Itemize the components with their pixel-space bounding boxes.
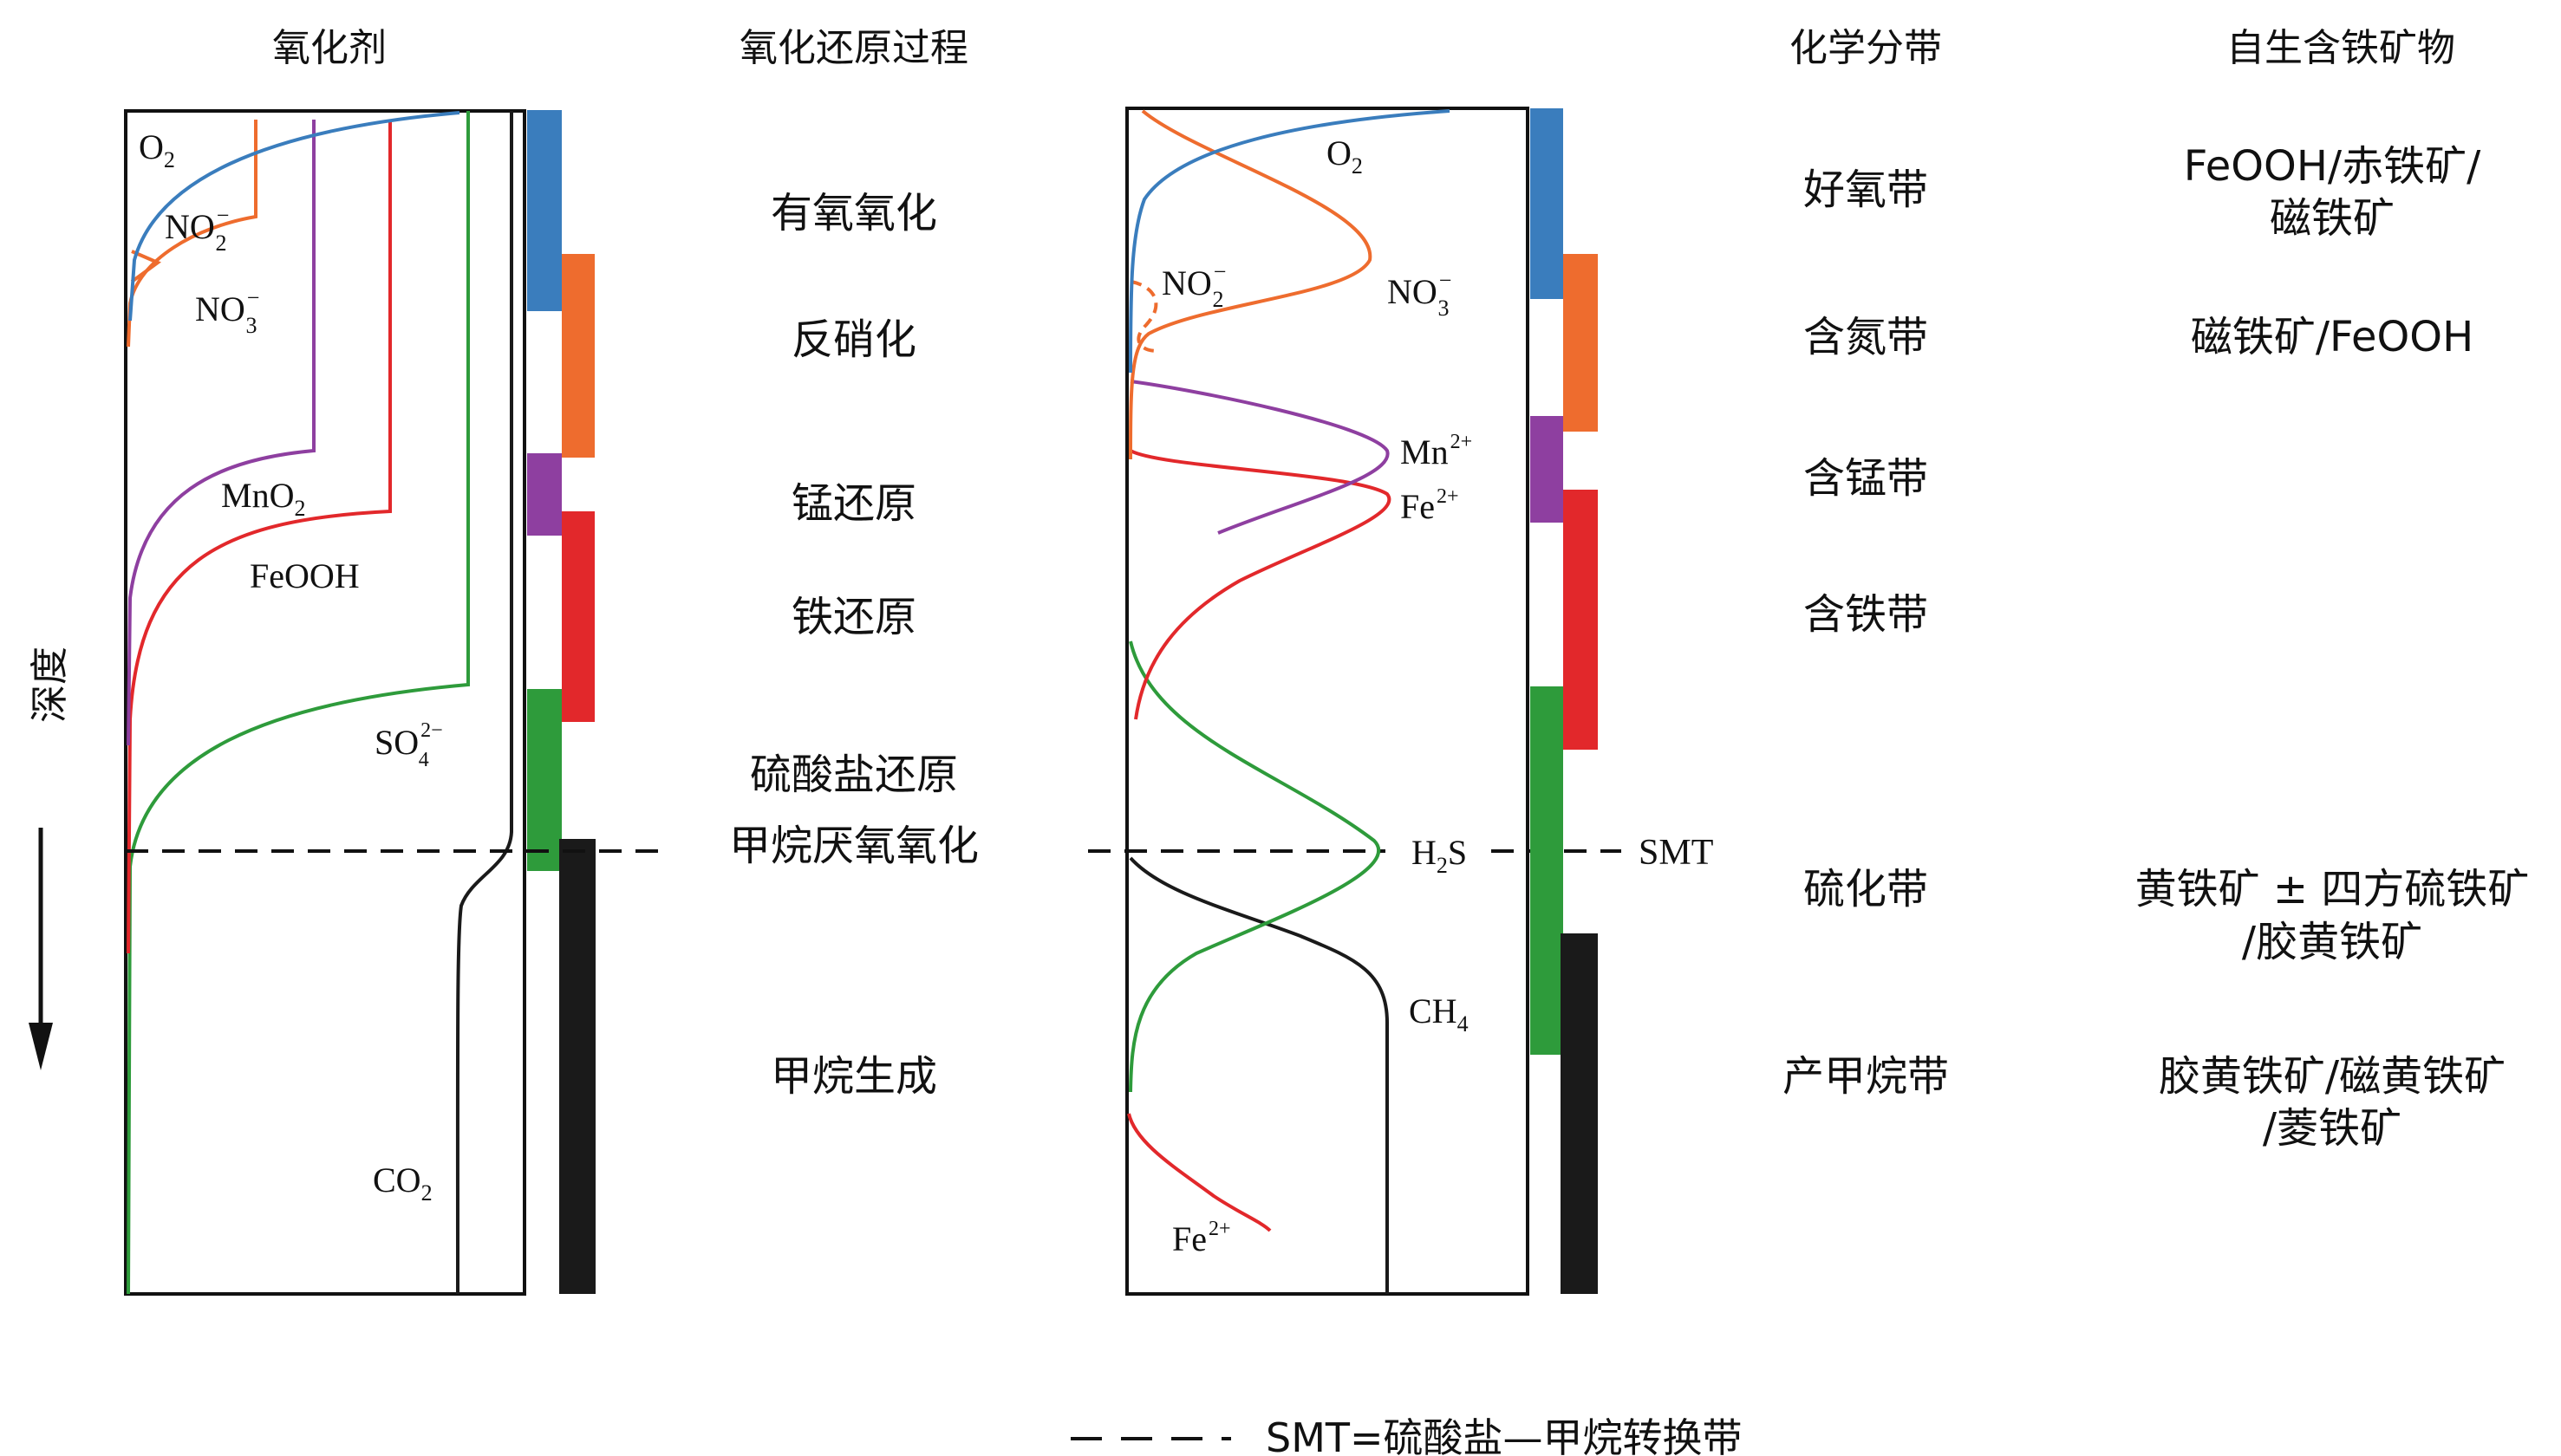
fe2-curve-upper xyxy=(1130,449,1391,720)
co2-curve xyxy=(455,111,513,1295)
porewater-profile-panel: O2 NO−2 NO−3 Mn2+ Fe2+ H2S CH4 Fe2+ xyxy=(1125,107,1529,1296)
o2-curve-right xyxy=(1129,109,1450,374)
oxidant-profile-panel: O2 NO−2 NO−3 MnO2 FeOOH SO2−4 CO2 xyxy=(124,109,526,1296)
bar-manganese-left xyxy=(527,453,562,536)
bar-methane-right xyxy=(1561,933,1598,1294)
header-authigenic-iron-minerals: 自生含铁矿物 xyxy=(2226,26,2455,70)
sulfate-curve xyxy=(127,111,470,1295)
nitrate-label-right: NO−3 xyxy=(1387,268,1451,321)
mno2-curve xyxy=(127,120,316,746)
fe2-curve-lower xyxy=(1127,1113,1272,1232)
mineral-methanogenic-line2: /菱铁矿 xyxy=(2263,1104,2401,1153)
zone-ferruginous: 含铁带 xyxy=(1803,590,1928,639)
bar-nitrate-left xyxy=(562,254,595,458)
zone-manganous: 含锰带 xyxy=(1803,454,1928,503)
mineral-oxic-line1: FeOOH/赤铁矿/ xyxy=(2184,142,2481,191)
methane-curve xyxy=(1129,856,1389,1294)
process-methanogenesis: 甲烷生成 xyxy=(771,1052,937,1101)
mn2-label: Mn2+ xyxy=(1400,431,1472,471)
right-zone-bars xyxy=(1530,108,1598,1294)
bar-iron-right xyxy=(1563,490,1598,750)
nitrite-label-right: NO−2 xyxy=(1162,259,1226,312)
bar-sulfate-left xyxy=(527,689,562,871)
fe2-label-upper: Fe2+ xyxy=(1400,485,1459,526)
h2s-label: H2S xyxy=(1411,833,1467,878)
smt-label: SMT xyxy=(1639,833,1713,873)
mineral-sulfidic-line2: /胶黄铁矿 xyxy=(2242,918,2422,966)
left-zone-bars xyxy=(527,110,596,1294)
mno2-label: MnO2 xyxy=(221,476,305,521)
mineral-sulfidic-line1: 黄铁矿 ± 四方硫铁矿 xyxy=(2135,865,2530,913)
sulfide-curve xyxy=(1129,640,1381,1093)
sulfate-label: SO2−4 xyxy=(375,719,443,771)
feooh-label: FeOOH xyxy=(250,556,360,595)
nitrate-curve-right xyxy=(1129,109,1372,460)
process-manganese-reduction: 锰还原 xyxy=(792,479,916,528)
process-aerobic-oxidation: 有氧氧化 xyxy=(771,189,937,237)
process-sulfate-reduction: 硫酸盐还原 xyxy=(750,751,958,799)
process-denitrification: 反硝化 xyxy=(792,315,916,364)
feooh-curve xyxy=(127,120,392,954)
left-panel-frame xyxy=(124,109,526,1296)
bar-nitrate-right xyxy=(1563,254,1598,432)
nitrite-curve xyxy=(130,250,161,283)
nitrite-curve-right xyxy=(1131,280,1158,353)
mn2-curve xyxy=(1130,380,1390,535)
nitrate-label-left: NO−3 xyxy=(195,285,259,338)
o2-curve xyxy=(128,111,460,322)
depth-arrow-icon xyxy=(29,828,53,1070)
o2-label-left: O2 xyxy=(139,127,175,172)
legend: SMT=硫酸盐—甲烷转换带 xyxy=(1071,1414,1743,1456)
bar-manganese-right xyxy=(1530,416,1563,523)
legend-smt-definition: SMT=硫酸盐—甲烷转换带 xyxy=(1266,1414,1743,1456)
o2-label-right: O2 xyxy=(1326,133,1363,179)
bar-methane-left xyxy=(559,839,596,1294)
zone-oxic: 好氧带 xyxy=(1803,166,1928,214)
right-panel-frame xyxy=(1125,107,1529,1296)
chemical-zone-labels: 好氧带 含氮带 含锰带 含铁带 硫化带 产甲烷带 xyxy=(1782,166,1949,1101)
co2-label: CO2 xyxy=(373,1160,433,1206)
mineral-labels: FeOOH/赤铁矿/ 磁铁矿 磁铁矿/FeOOH 黄铁矿 ± 四方硫铁矿 /胶黄… xyxy=(2135,142,2530,1153)
process-anaerobic-methane-oxidation: 甲烷厌氧氧化 xyxy=(729,822,979,870)
zone-nitrogenous: 含氮带 xyxy=(1803,313,1928,361)
bar-oxic-right xyxy=(1530,108,1563,299)
depth-axis-label: 深度 xyxy=(28,647,72,723)
ch4-label: CH4 xyxy=(1409,991,1469,1037)
mineral-oxic-line2: 磁铁矿 xyxy=(2270,194,2395,243)
header-redox-process: 氧化还原过程 xyxy=(740,26,968,70)
mineral-nitrogenous: 磁铁矿/FeOOH xyxy=(2191,313,2473,361)
redox-process-labels: 有氧氧化 反硝化 锰还原 铁还原 硫酸盐还原 甲烷厌氧氧化 甲烷生成 xyxy=(729,189,979,1101)
process-iron-reduction: 铁还原 xyxy=(792,593,916,641)
fe2-label-lower: Fe2+ xyxy=(1172,1218,1231,1258)
zone-sulfidic: 硫化带 xyxy=(1803,865,1928,913)
mineral-methanogenic-line1: 胶黄铁矿/磁黄铁矿 xyxy=(2159,1052,2506,1101)
header-oxidant: 氧化剂 xyxy=(272,26,387,70)
bar-iron-left xyxy=(562,511,595,722)
bar-oxic-left xyxy=(527,110,562,311)
header-chemical-zone: 化学分带 xyxy=(1789,26,1942,70)
zone-methanogenic: 产甲烷带 xyxy=(1782,1052,1949,1101)
nitrite-label-left: NO−2 xyxy=(165,203,229,256)
bar-sulfate-right xyxy=(1530,686,1563,1055)
